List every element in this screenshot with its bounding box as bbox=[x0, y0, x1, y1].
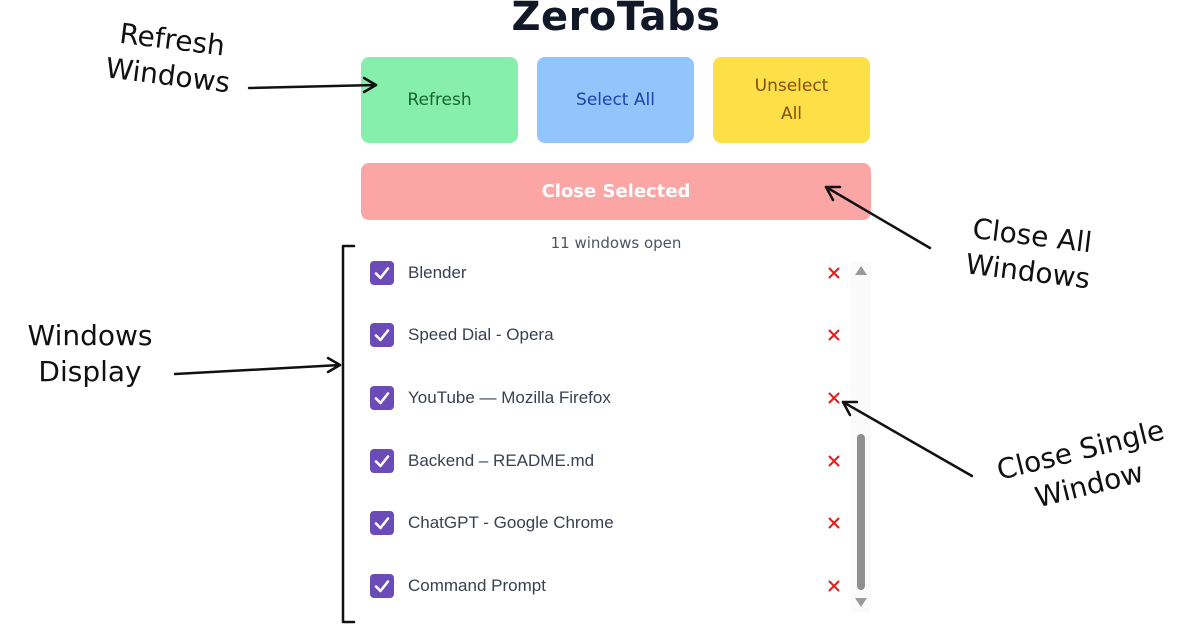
close-x-icon[interactable] bbox=[826, 265, 840, 281]
window-title: Speed Dial - Opera bbox=[408, 325, 554, 344]
close-x-icon[interactable] bbox=[826, 390, 840, 406]
window-title: Command Prompt bbox=[408, 576, 546, 595]
close-x-icon[interactable] bbox=[826, 453, 840, 469]
check-icon bbox=[374, 517, 390, 530]
window-title: ChatGPT - Google Chrome bbox=[408, 513, 614, 532]
close-selected-button[interactable]: Close Selected bbox=[361, 163, 871, 220]
annotation-windows-display: Windows Display bbox=[27, 319, 153, 388]
arrow-down-icon[interactable] bbox=[855, 598, 867, 607]
refresh-button[interactable]: Refresh bbox=[361, 57, 518, 143]
scroll-thumb[interactable] bbox=[857, 434, 865, 590]
window-title: Backend – README.md bbox=[408, 451, 595, 470]
window-checkbox[interactable] bbox=[370, 323, 394, 347]
close-x-icon[interactable] bbox=[826, 578, 840, 594]
app-title: ZeroTabs bbox=[511, 0, 721, 40]
close-single-arrowhead bbox=[841, 400, 859, 417]
check-icon bbox=[374, 580, 390, 593]
window-row: Blender bbox=[360, 253, 840, 293]
window-row: Speed Dial - Opera bbox=[360, 315, 840, 355]
close-single-arrow bbox=[841, 400, 974, 478]
unselect-all-button[interactable]: Unselect All bbox=[713, 57, 870, 143]
window-checkbox[interactable] bbox=[370, 511, 394, 535]
window-row: YouTube — Mozilla Firefox bbox=[360, 378, 840, 418]
windows-count: 11 windows open bbox=[550, 234, 682, 252]
window-checkbox[interactable] bbox=[370, 449, 394, 473]
window-row: Backend – README.md bbox=[360, 441, 840, 481]
refresh-arrow bbox=[247, 83, 378, 90]
windows-bracket bbox=[341, 244, 356, 624]
window-checkbox[interactable] bbox=[370, 574, 394, 598]
check-icon bbox=[374, 392, 390, 405]
check-icon bbox=[374, 455, 390, 468]
select-all-button[interactable]: Select All bbox=[537, 57, 694, 143]
close-all-arrowhead bbox=[824, 185, 842, 202]
refresh-arrowhead bbox=[362, 76, 378, 94]
window-title: YouTube — Mozilla Firefox bbox=[408, 388, 611, 407]
window-row: ChatGPT - Google Chrome bbox=[360, 503, 840, 543]
list-scrollbar[interactable] bbox=[851, 262, 871, 612]
windows-list: Blender Speed Dial - Opera YouTube — Moz… bbox=[360, 253, 840, 623]
window-row: Command Prompt bbox=[360, 566, 840, 606]
arrow-up-icon[interactable] bbox=[855, 266, 867, 275]
check-icon bbox=[374, 329, 390, 342]
check-icon bbox=[374, 267, 390, 280]
close-all-arrow bbox=[824, 185, 932, 250]
window-title: Blender bbox=[408, 263, 467, 282]
close-x-icon[interactable] bbox=[826, 327, 840, 343]
windows-arrow bbox=[173, 363, 342, 376]
close-x-icon[interactable] bbox=[826, 515, 840, 531]
window-checkbox[interactable] bbox=[370, 386, 394, 410]
window-checkbox[interactable] bbox=[370, 261, 394, 285]
windows-arrowhead bbox=[326, 356, 342, 374]
